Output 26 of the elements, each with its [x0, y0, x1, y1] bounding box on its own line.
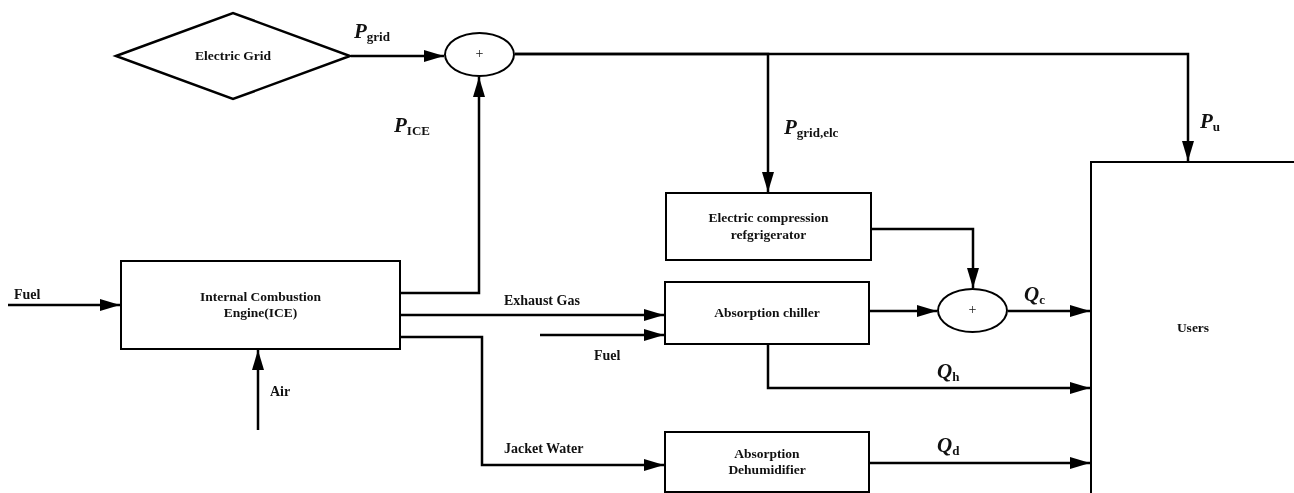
arrow [351, 50, 444, 62]
arrow [252, 350, 264, 430]
arrow [766, 345, 1090, 394]
arrow [540, 329, 664, 341]
arrow [515, 52, 1194, 161]
arrow [870, 305, 937, 317]
node-label: Electric compression refgrigerator [707, 210, 830, 243]
node-label: Users [1176, 319, 1210, 337]
node-label: Electric Grid [194, 47, 272, 65]
process-box [664, 281, 870, 345]
arrow [872, 227, 979, 288]
arrow [870, 457, 1090, 469]
process-box [664, 431, 870, 493]
plus-sign: + [968, 302, 977, 319]
arrow [401, 77, 485, 295]
arrow [8, 299, 120, 311]
process-box [120, 260, 401, 350]
node-label: Internal Combustion Engine(ICE) [198, 288, 323, 322]
node-label: Absorption Dehumidifier [727, 445, 807, 479]
arrow [401, 309, 664, 321]
process-box [665, 192, 872, 261]
process-box [1090, 161, 1294, 493]
node-label: Absorption chiller [714, 304, 820, 322]
plus-sign: + [475, 46, 484, 63]
arrow [401, 335, 664, 471]
arrow [1008, 305, 1090, 317]
